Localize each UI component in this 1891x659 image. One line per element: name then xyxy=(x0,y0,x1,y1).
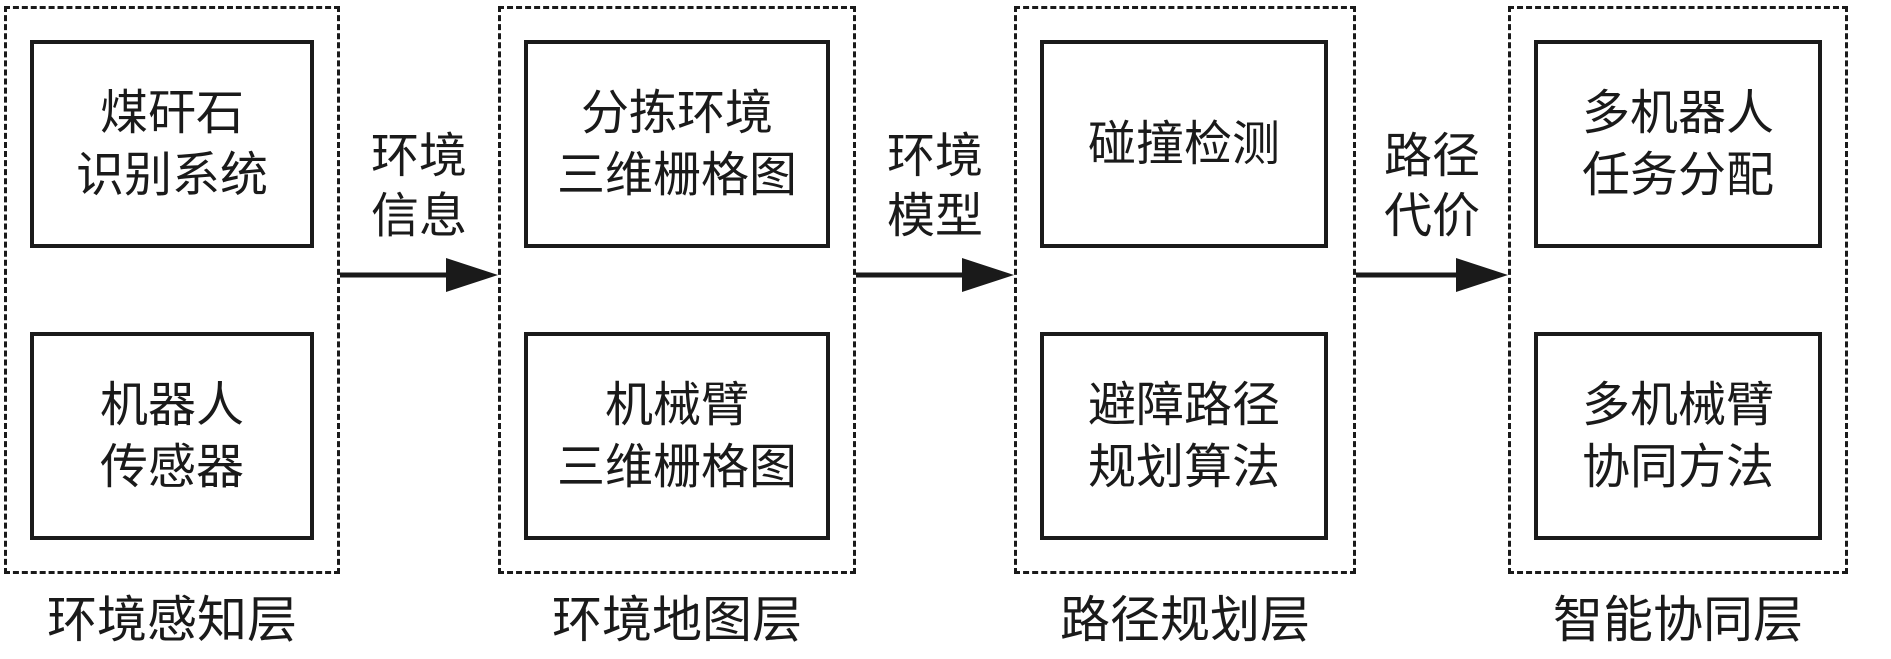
layer-path-planning-label: 路径规划层 xyxy=(1060,591,1310,649)
layer-intelligent-collaboration xyxy=(1508,6,1848,574)
box-multi-arm-collab: 多机械臂 协同方法 xyxy=(1534,332,1822,540)
box-collision-detection-label: 碰撞检测 xyxy=(1087,116,1280,172)
box-robot-sensors-label: 机器人 传感器 xyxy=(99,377,244,495)
box-sorting-grid-map: 分拣环境 三维栅格图 xyxy=(524,40,830,248)
layer-perception-label: 环境感知层 xyxy=(47,591,297,649)
layer-environment-map xyxy=(498,6,856,574)
box-arm-grid-map: 机械臂 三维栅格图 xyxy=(524,332,830,540)
box-arm-grid-map-label: 机械臂 三维栅格图 xyxy=(556,377,797,495)
arrow-2-label: 环境 模型 xyxy=(886,128,983,244)
arrow-3-label: 路径 代价 xyxy=(1383,128,1480,244)
box-collision-detection: 碰撞检测 xyxy=(1040,40,1328,248)
arrow-3 xyxy=(1356,258,1508,292)
layer-environment-map-label: 环境地图层 xyxy=(552,591,802,649)
layer-path-planning xyxy=(1014,6,1356,574)
box-obstacle-avoidance: 避障路径 规划算法 xyxy=(1040,332,1328,540)
box-sorting-grid-map-label: 分拣环境 三维栅格图 xyxy=(556,85,797,203)
box-robot-sensors: 机器人 传感器 xyxy=(30,332,314,540)
box-gangue-recognition-label: 煤矸石 识别系统 xyxy=(75,85,268,203)
box-obstacle-avoidance-label: 避障路径 规划算法 xyxy=(1087,377,1280,495)
arrow-1-label: 环境 信息 xyxy=(370,128,467,244)
box-multi-robot-task-label: 多机器人 任务分配 xyxy=(1581,85,1774,203)
arrow-2 xyxy=(856,258,1014,292)
box-gangue-recognition: 煤矸石 识别系统 xyxy=(30,40,314,248)
layer-perception xyxy=(4,6,340,574)
box-multi-arm-collab-label: 多机械臂 协同方法 xyxy=(1581,377,1774,495)
layer-intelligent-collaboration-label: 智能协同层 xyxy=(1553,591,1803,649)
arrow-1 xyxy=(340,258,498,292)
box-multi-robot-task: 多机器人 任务分配 xyxy=(1534,40,1822,248)
